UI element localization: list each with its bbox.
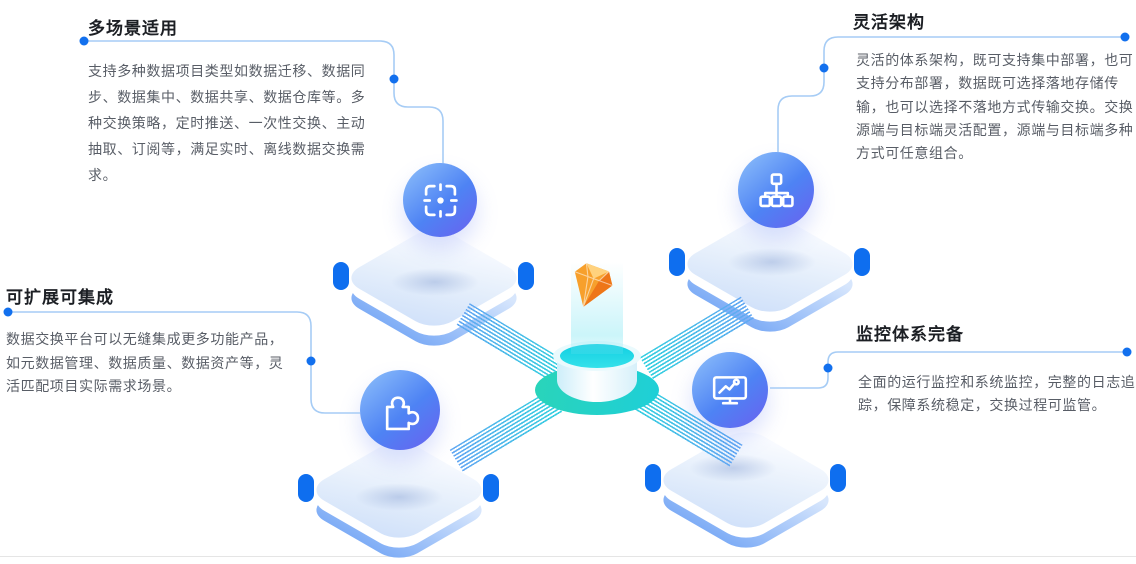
connector-dot bbox=[823, 363, 833, 373]
connector-dot bbox=[819, 63, 829, 73]
monitor-chart-icon bbox=[712, 376, 748, 405]
connector-dot bbox=[3, 307, 13, 317]
feature-text-line: 如元数据管理、数据质量、数据资产等，灵 bbox=[6, 354, 284, 371]
platform-top-left bbox=[333, 212, 534, 352]
connector-dot bbox=[306, 356, 316, 366]
feature-circle-extensible bbox=[360, 370, 440, 450]
feature-text-line: 求。 bbox=[88, 167, 118, 183]
feature-text-line: 种交换策略，定时推送、一次性交换、主动 bbox=[88, 115, 366, 131]
feature-section-top-right: 灵活架构 bbox=[853, 8, 925, 33]
feature-body-top-left: 支持多种数据项目类型如数据迁移、数据同 步、数据集中、数据共享、数据仓库等。多 … bbox=[88, 58, 365, 188]
hierarchy-icon bbox=[758, 172, 794, 207]
feature-body-bottom-right: 全面的运行监控和系统监控，完整的日志追 踪，保障系统稳定，交换过程可监管。 bbox=[858, 371, 1135, 418]
platform-foot-icon bbox=[298, 474, 314, 502]
platform-foot-icon bbox=[669, 248, 685, 276]
platform-foot-icon bbox=[483, 474, 499, 502]
puzzle-icon bbox=[385, 395, 419, 430]
platform-foot-icon bbox=[854, 248, 870, 276]
feature-text-line: 数据交换平台可以无缝集成更多功能产品， bbox=[6, 331, 284, 347]
focus-icon bbox=[422, 182, 458, 218]
feature-title: 监控体系完备 bbox=[856, 325, 964, 344]
feature-title: 可扩展可集成 bbox=[6, 288, 114, 307]
feature-text-line: 支持多种数据项目类型如数据迁移、数据同 bbox=[88, 63, 366, 79]
feature-text-line: 抽取、订阅等，满足实时、离线数据交换需 bbox=[88, 141, 366, 157]
feature-text-line: 全面的运行监控和系统监控，完整的日志追 bbox=[858, 374, 1136, 390]
platform-bottom-right bbox=[645, 414, 846, 554]
connector-dot bbox=[1122, 347, 1132, 357]
platform-top-right bbox=[669, 198, 870, 338]
feature-title: 多场景适用 bbox=[88, 19, 178, 38]
feature-section-top-left: 多场景适用 bbox=[88, 14, 178, 39]
feature-body-left: 数据交换平台可以无缝集成更多功能产品， 如元数据管理、数据质量、数据资产等，灵 … bbox=[6, 328, 283, 399]
feature-text-line: 灵活的体系架构，既可支持集中部署，也可 bbox=[856, 52, 1134, 68]
feature-section-left: 可扩展可集成 bbox=[6, 283, 114, 308]
circle-shadow bbox=[355, 483, 443, 511]
feature-text-line: 踪，保障系统稳定，交换过程可监管。 bbox=[858, 397, 1107, 414]
circle-shadow bbox=[391, 268, 479, 296]
platform-foot-icon bbox=[645, 464, 661, 492]
feature-circle-architecture bbox=[738, 152, 814, 228]
feature-circle-monitoring bbox=[692, 352, 768, 428]
connector-dot bbox=[389, 74, 399, 84]
feature-text-line: 输，也可以选择不落地方式传输交换。交换 bbox=[856, 98, 1134, 115]
platform-foot-icon bbox=[333, 262, 349, 290]
hub-opening bbox=[560, 344, 634, 368]
feature-text-line: 方式可任意组合。 bbox=[856, 145, 973, 162]
feature-section-bottom-right: 监控体系完备 bbox=[856, 320, 964, 345]
platform-foot-icon bbox=[830, 464, 846, 492]
gem-icon bbox=[558, 254, 623, 324]
feature-text-line: 支持分布部署，数据既可选择落地存储传 bbox=[856, 75, 1119, 92]
feature-text-line: 活匹配项目实际需求场景。 bbox=[6, 378, 182, 394]
feature-text-line: 源端与目标端灵活配置，源端与目标端多种 bbox=[856, 121, 1134, 138]
platform-foot-icon bbox=[518, 262, 534, 290]
circle-shadow bbox=[728, 248, 816, 276]
feature-circle-multiscene bbox=[403, 163, 477, 237]
feature-text-line: 步、数据集中、数据共享、数据仓库等。多 bbox=[88, 89, 366, 105]
feature-body-top-right: 灵活的体系架构，既可支持集中部署，也可 支持分布部署，数据既可选择落地存储传 输… bbox=[856, 49, 1133, 165]
platform-bottom-left bbox=[298, 424, 499, 564]
feature-title: 灵活架构 bbox=[853, 13, 925, 32]
connector-dot bbox=[1120, 32, 1130, 42]
